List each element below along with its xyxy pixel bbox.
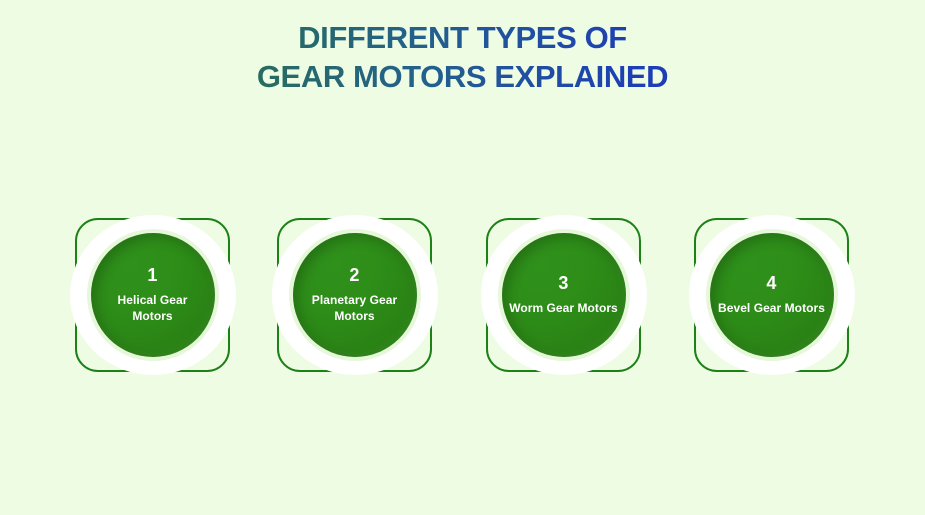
card-disc[interactable]: 2 Planetary Gear Motors: [292, 233, 417, 357]
card-label: Helical Gear Motors: [117, 292, 188, 323]
card-disc[interactable]: 1 Helical Gear Motors: [90, 233, 215, 357]
gear-motor-card[interactable]: 2 Planetary Gear Motors: [271, 215, 438, 375]
page-title-line-2: GEAR MOTORS EXPLAINED: [0, 61, 925, 94]
card-label: Planetary Gear Motors: [311, 292, 398, 323]
card-label: Worm Gear Motors: [509, 300, 618, 315]
card-number: 2: [349, 264, 360, 285]
gear-motor-card[interactable]: 4 Bevel Gear Motors: [688, 215, 855, 375]
page-title: DIFFERENT TYPES OF GEAR MOTORS EXPLAINED: [0, 22, 925, 94]
gear-motor-card[interactable]: 1 Helical Gear Motors: [69, 215, 236, 375]
gear-motor-card-list: 1 Helical Gear Motors 2 Planetary Gear M…: [0, 215, 925, 375]
card-label: Bevel Gear Motors: [718, 300, 825, 315]
page-title-line-1: DIFFERENT TYPES OF: [0, 22, 925, 61]
card-number: 1: [147, 264, 158, 285]
card-number: 3: [558, 272, 569, 293]
gear-motor-card[interactable]: 3 Worm Gear Motors: [480, 215, 647, 375]
card-disc[interactable]: 4 Bevel Gear Motors: [709, 233, 834, 357]
card-disc[interactable]: 3 Worm Gear Motors: [501, 233, 626, 357]
card-number: 4: [766, 272, 777, 293]
